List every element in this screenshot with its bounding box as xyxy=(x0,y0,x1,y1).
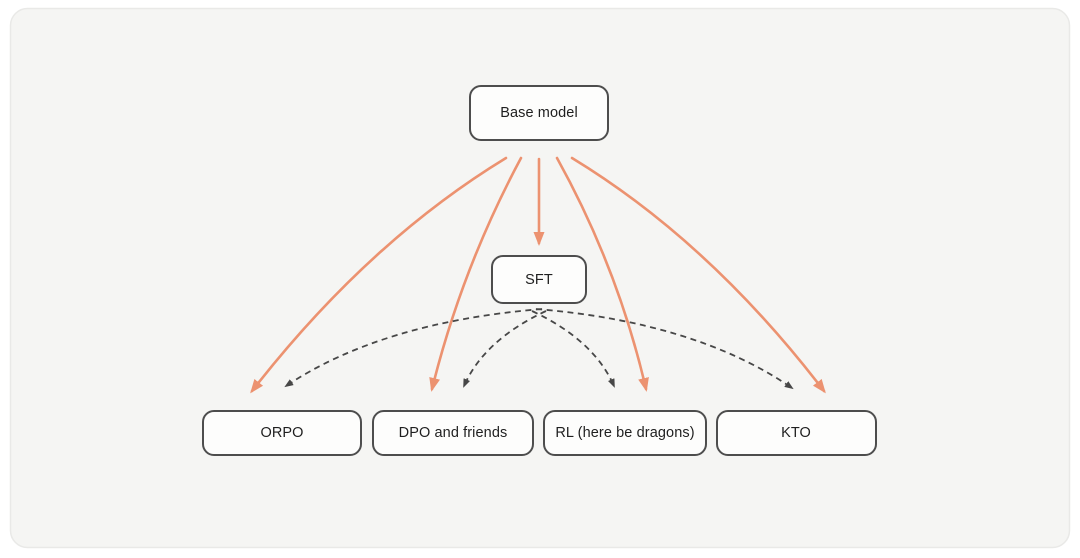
edge-base-to-orpo xyxy=(250,156,508,394)
node-kto: KTO xyxy=(716,410,877,456)
node-orpo-box xyxy=(202,410,362,456)
edge-base-to-dpo xyxy=(429,156,523,392)
dashed-edges xyxy=(284,308,794,390)
node-kto-box xyxy=(716,410,877,456)
node-orpo-label: ORPO xyxy=(260,425,303,441)
node-sft-label: SFT xyxy=(525,272,553,288)
edge-sft-to-dpo xyxy=(463,310,547,388)
node-sft-box xyxy=(491,255,587,304)
node-base-model: Base model xyxy=(469,85,609,141)
node-base-model-box xyxy=(469,85,609,141)
node-base-model-label: Base model xyxy=(500,105,578,121)
edge-base-to-rl xyxy=(555,156,649,392)
edge-base-to-kto xyxy=(570,156,826,394)
edge-sft-to-rl xyxy=(531,310,615,388)
node-sft: SFT xyxy=(491,255,587,304)
node-kto-label: KTO xyxy=(781,425,811,441)
node-rl-label: RL (here be dragons) xyxy=(555,425,694,441)
node-orpo: ORPO xyxy=(202,410,362,456)
node-dpo: DPO and friends xyxy=(372,410,534,456)
node-dpo-box xyxy=(372,410,534,456)
node-dpo-label: DPO and friends xyxy=(399,425,508,441)
node-rl-box xyxy=(543,410,707,456)
solid-edges xyxy=(250,156,826,394)
node-rl: RL (here be dragons) xyxy=(543,410,707,456)
